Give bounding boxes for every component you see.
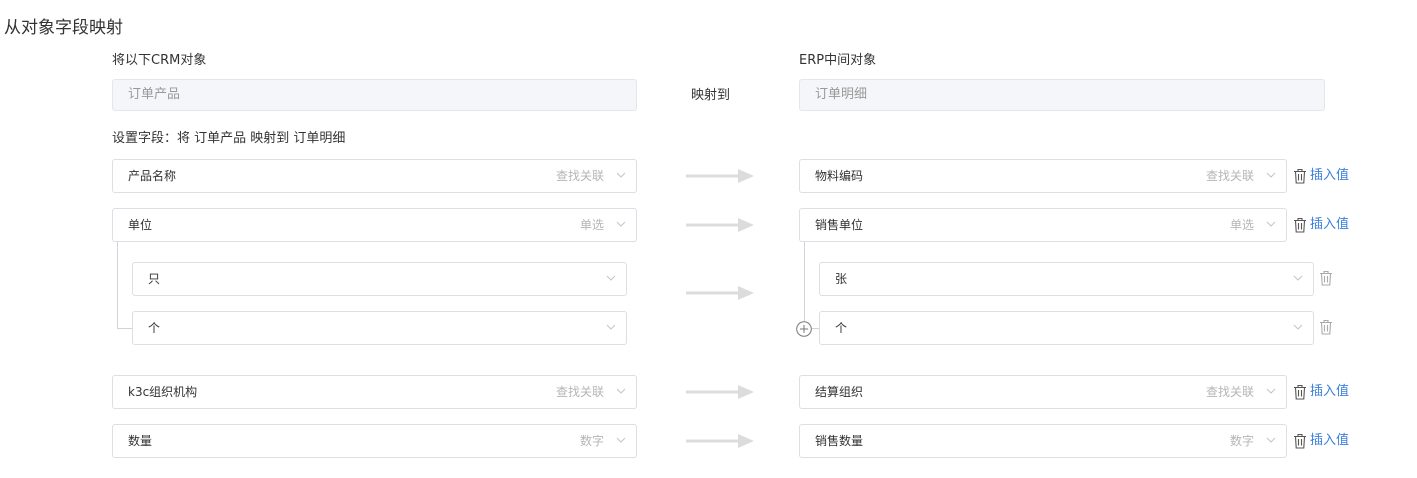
page-title: 从对象字段映射 [4, 18, 123, 38]
arrow-right-icon [686, 434, 754, 448]
insert-value-button[interactable]: 插入值 [1293, 168, 1349, 184]
insert-value-label: 插入值 [1310, 168, 1350, 183]
chevron-down-icon [1293, 324, 1303, 330]
target-field-value: 结算组织 [815, 385, 864, 399]
chevron-down-icon [1293, 275, 1303, 281]
chevron-down-icon [1266, 437, 1276, 443]
chevron-down-icon [1266, 221, 1276, 227]
target-field-value: 销售数量 [815, 434, 864, 448]
field-type-label: 查找关联 [555, 169, 604, 183]
tree-connector-line [804, 242, 805, 321]
arrow-right-icon [686, 218, 754, 232]
source-field-select[interactable]: 单位 单选 [112, 208, 637, 242]
tree-connector-line [812, 328, 819, 329]
trash-icon [1294, 168, 1306, 184]
chevron-down-icon [616, 437, 626, 443]
trash-icon [1294, 384, 1306, 400]
field-type-label: 数字 [1229, 434, 1254, 448]
insert-value-button[interactable]: 插入值 [1293, 217, 1349, 233]
source-field-value: 数量 [128, 434, 153, 448]
target-field-select[interactable]: 销售单位 单选 [799, 208, 1287, 242]
option-value: 张 [835, 272, 848, 286]
plus-circle-icon[interactable] [796, 321, 812, 337]
source-field-value: k3c组织机构 [128, 385, 198, 399]
chevron-down-icon [1266, 172, 1276, 178]
source-field-select[interactable]: 产品名称 查找关联 [112, 159, 637, 193]
chevron-down-icon [616, 388, 626, 394]
trash-icon [1294, 433, 1306, 449]
insert-value-label: 插入值 [1310, 433, 1350, 448]
tree-connector-line [117, 328, 132, 329]
insert-value-label: 插入值 [1310, 217, 1350, 232]
field-type-label: 单选 [1229, 218, 1254, 232]
map-to-label: 映射到 [691, 88, 731, 103]
field-type-label: 查找关联 [555, 385, 604, 399]
insert-value-button[interactable]: 插入值 [1293, 433, 1349, 449]
field-type-label: 数字 [579, 434, 604, 448]
set-fields-label: 设置字段：将 订单产品 映射到 订单明细 [112, 131, 346, 146]
option-select[interactable]: 只 [132, 262, 627, 296]
tree-connector-line [117, 242, 118, 328]
insert-value-label: 插入值 [1310, 384, 1350, 399]
chevron-down-icon [616, 221, 626, 227]
chevron-down-icon [606, 324, 616, 330]
arrow-right-icon [686, 169, 754, 183]
chevron-down-icon [616, 172, 626, 178]
source-field-select[interactable]: k3c组织机构 查找关联 [112, 375, 637, 409]
chevron-down-icon [1266, 388, 1276, 394]
source-field-select[interactable]: 数量 数字 [112, 424, 637, 458]
target-field-select[interactable]: 物料编码 查找关联 [799, 159, 1287, 193]
target-field-value: 销售单位 [815, 218, 864, 232]
target-field-select[interactable]: 销售数量 数字 [799, 424, 1287, 458]
field-type-label: 查找关联 [1205, 385, 1254, 399]
trash-icon[interactable] [1319, 270, 1333, 286]
target-object-field: 订单明细 [799, 79, 1325, 111]
field-type-label: 单选 [579, 218, 604, 232]
target-field-value: 物料编码 [815, 169, 864, 183]
option-value: 只 [148, 272, 161, 286]
source-field-value: 产品名称 [128, 169, 177, 183]
source-object-field: 订单产品 [112, 79, 637, 111]
source-field-value: 单位 [128, 218, 153, 232]
option-select[interactable]: 个 [132, 311, 627, 345]
trash-icon [1294, 217, 1306, 233]
arrow-right-icon [686, 385, 754, 399]
arrow-right-icon [686, 286, 754, 300]
chevron-down-icon [606, 275, 616, 281]
field-type-label: 查找关联 [1205, 169, 1254, 183]
trash-icon[interactable] [1319, 319, 1333, 335]
option-value: 个 [148, 321, 161, 335]
target-field-select[interactable]: 结算组织 查找关联 [799, 375, 1287, 409]
option-value: 个 [835, 321, 848, 335]
source-object-label: 将以下CRM对象 [112, 53, 207, 68]
target-object-label: ERP中间对象 [799, 53, 877, 68]
option-select[interactable]: 张 [819, 262, 1314, 296]
option-select[interactable]: 个 [819, 311, 1314, 345]
insert-value-button[interactable]: 插入值 [1293, 384, 1349, 400]
